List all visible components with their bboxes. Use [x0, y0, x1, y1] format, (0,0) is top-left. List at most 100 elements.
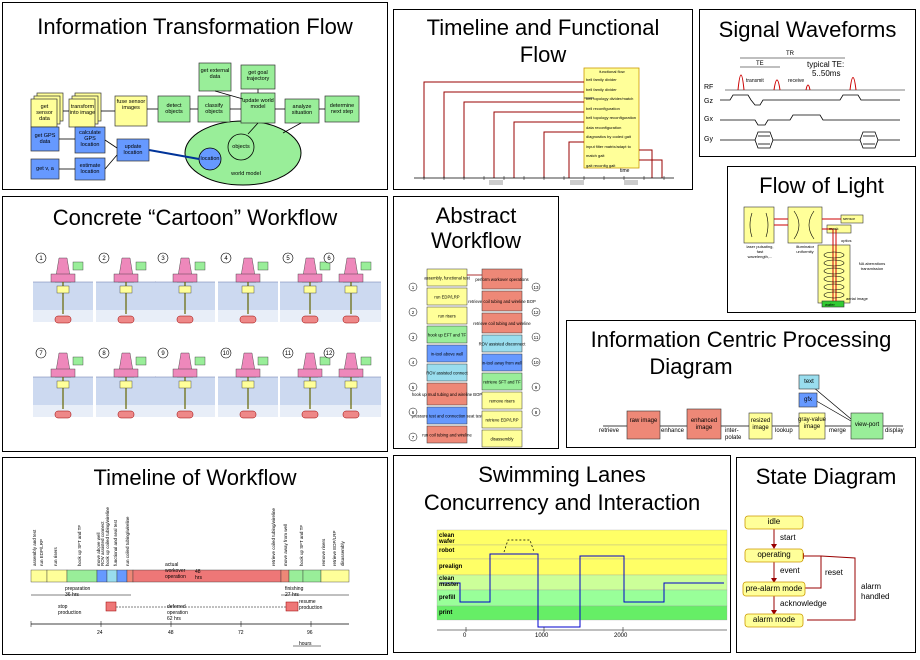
equipment-box	[194, 356, 206, 366]
tool-box	[344, 285, 358, 294]
label-enhanced-image: enhanced image	[690, 418, 718, 431]
abstract-num-circle	[531, 332, 541, 342]
timeline-vlabel: retrieve coiled tubing/wireline	[271, 507, 276, 566]
label-illuminator: illuminator uniformity	[795, 244, 815, 254]
vessel-hull	[113, 368, 139, 378]
abstract-num-circle	[531, 357, 541, 367]
panel-title: Information Transformation Flow	[37, 14, 353, 39]
tool-box	[178, 380, 192, 389]
timeline-marker-3	[624, 180, 638, 185]
vessel-hull	[50, 273, 76, 283]
timeline-vlabel: move above well	[96, 532, 101, 566]
abstract-num: 5	[412, 385, 415, 390]
step-number: 12	[326, 351, 333, 357]
abstract-left-box	[426, 268, 468, 287]
step-number: 10	[223, 351, 230, 357]
wellhead	[54, 315, 72, 324]
abstract-left-box	[426, 425, 468, 444]
state-label-pre-alarm: pre-alarm mode	[745, 584, 803, 593]
label-objects: objects	[232, 144, 250, 150]
abstract-num-circle	[408, 307, 418, 317]
objects-circle	[227, 133, 255, 161]
wellhead	[301, 410, 319, 419]
timeline-vlabel: run coiled tubing/wireline	[125, 516, 130, 566]
tick-2000: 2000	[614, 633, 628, 639]
lens-stack	[749, 210, 845, 299]
step-number: 5	[286, 256, 290, 262]
swimming-lanes-diagram	[436, 529, 728, 632]
wellhead	[117, 315, 135, 324]
abstract-num: 12	[533, 310, 539, 315]
step-number: 4	[224, 256, 228, 262]
func-item: bell reconfiguration	[586, 105, 620, 111]
tool-box	[56, 285, 70, 294]
vessel-hull	[297, 368, 323, 378]
abstract-num: 9	[535, 385, 538, 390]
tick-1000: 1000	[535, 633, 549, 639]
timeline-segment	[280, 569, 290, 583]
timeline-marker-2	[570, 180, 584, 185]
edge-interpolate: inter-polate	[725, 428, 742, 441]
edge-display: display	[885, 428, 904, 434]
step-circle	[220, 252, 232, 264]
node-text	[798, 374, 820, 390]
step-circle	[282, 347, 294, 359]
state-pre-alarm	[742, 581, 806, 597]
label-view-port: view-port	[854, 422, 880, 428]
typical-te-label: typical TE:	[807, 60, 845, 69]
abstract-num-circle	[408, 407, 418, 417]
tool-box	[119, 380, 133, 389]
tick-72: 72	[238, 630, 244, 636]
state-label-idle: idle	[767, 517, 781, 526]
cartoon-frame: 7	[33, 347, 93, 419]
step-circle	[35, 347, 47, 359]
node-get-sensor-data: get sensor data	[36, 104, 53, 122]
panel-title-line1: Timeline and Functional Flow	[426, 15, 660, 67]
func-item: bell topology reconfiguration	[586, 115, 637, 120]
edge-retrieve: retrieve	[599, 428, 620, 434]
equipment-box	[257, 261, 269, 271]
step-number: 11	[285, 351, 292, 357]
func-list-text: functional flow bell family divider bell…	[586, 69, 638, 170]
signal-diagram	[720, 57, 905, 149]
abstract-right-label: ROV assisted disconnect	[479, 342, 527, 347]
node-determine: determine next step	[329, 103, 355, 115]
finishing-label: finishing 27 hrs	[285, 586, 304, 598]
timeline-vlabel: ROV assisted connect	[100, 521, 105, 566]
label-raw-image: raw image	[629, 418, 658, 424]
cartoon-frame: 9	[155, 347, 215, 419]
abstract-num-circle	[408, 357, 418, 367]
gy-waveform	[720, 131, 900, 149]
info-flow-diagram	[30, 62, 360, 186]
abstract-left-label: hook up EFT and TF	[428, 333, 467, 338]
timeline-vlabel: run risers	[53, 546, 58, 566]
abstract-right-box	[481, 268, 523, 290]
row-label-rf: RF	[704, 84, 714, 91]
step-number: 1	[39, 256, 43, 262]
deferred-label: deferred operation 62 hrs	[167, 604, 188, 622]
abstract-num: 1	[412, 285, 415, 290]
node-goal: get goal trajectory	[246, 70, 270, 82]
lane-label: clean master	[439, 576, 459, 588]
abstract-left-label: in-tool above well	[431, 352, 463, 357]
step-number: 9	[161, 351, 165, 357]
abstract-left-box	[426, 287, 468, 306]
lane-label: clean wafer	[439, 533, 455, 545]
abstract-num-circle	[531, 307, 541, 317]
label-optics: optics	[841, 238, 852, 243]
abstract-right-label: remove risers	[489, 399, 514, 404]
step-number: 3	[161, 256, 165, 262]
abstract-left-label: ROV assisted connect	[426, 371, 468, 376]
gz-waveform	[720, 94, 900, 106]
timeline-segment	[116, 569, 128, 583]
panel-title: Flow of Light	[759, 173, 884, 198]
abstract-left-label: run risers	[438, 314, 455, 319]
panel-title-line2: Diagram	[649, 354, 733, 379]
panel-title-line2: Workflow	[430, 228, 522, 253]
transition-reset: reset	[825, 568, 843, 577]
label-sensor: sensor	[843, 216, 856, 221]
label-mask: mask	[829, 226, 839, 231]
timeline-marker-1	[489, 180, 503, 185]
node-view-port	[850, 412, 884, 440]
abstract-num: 10	[533, 360, 539, 365]
